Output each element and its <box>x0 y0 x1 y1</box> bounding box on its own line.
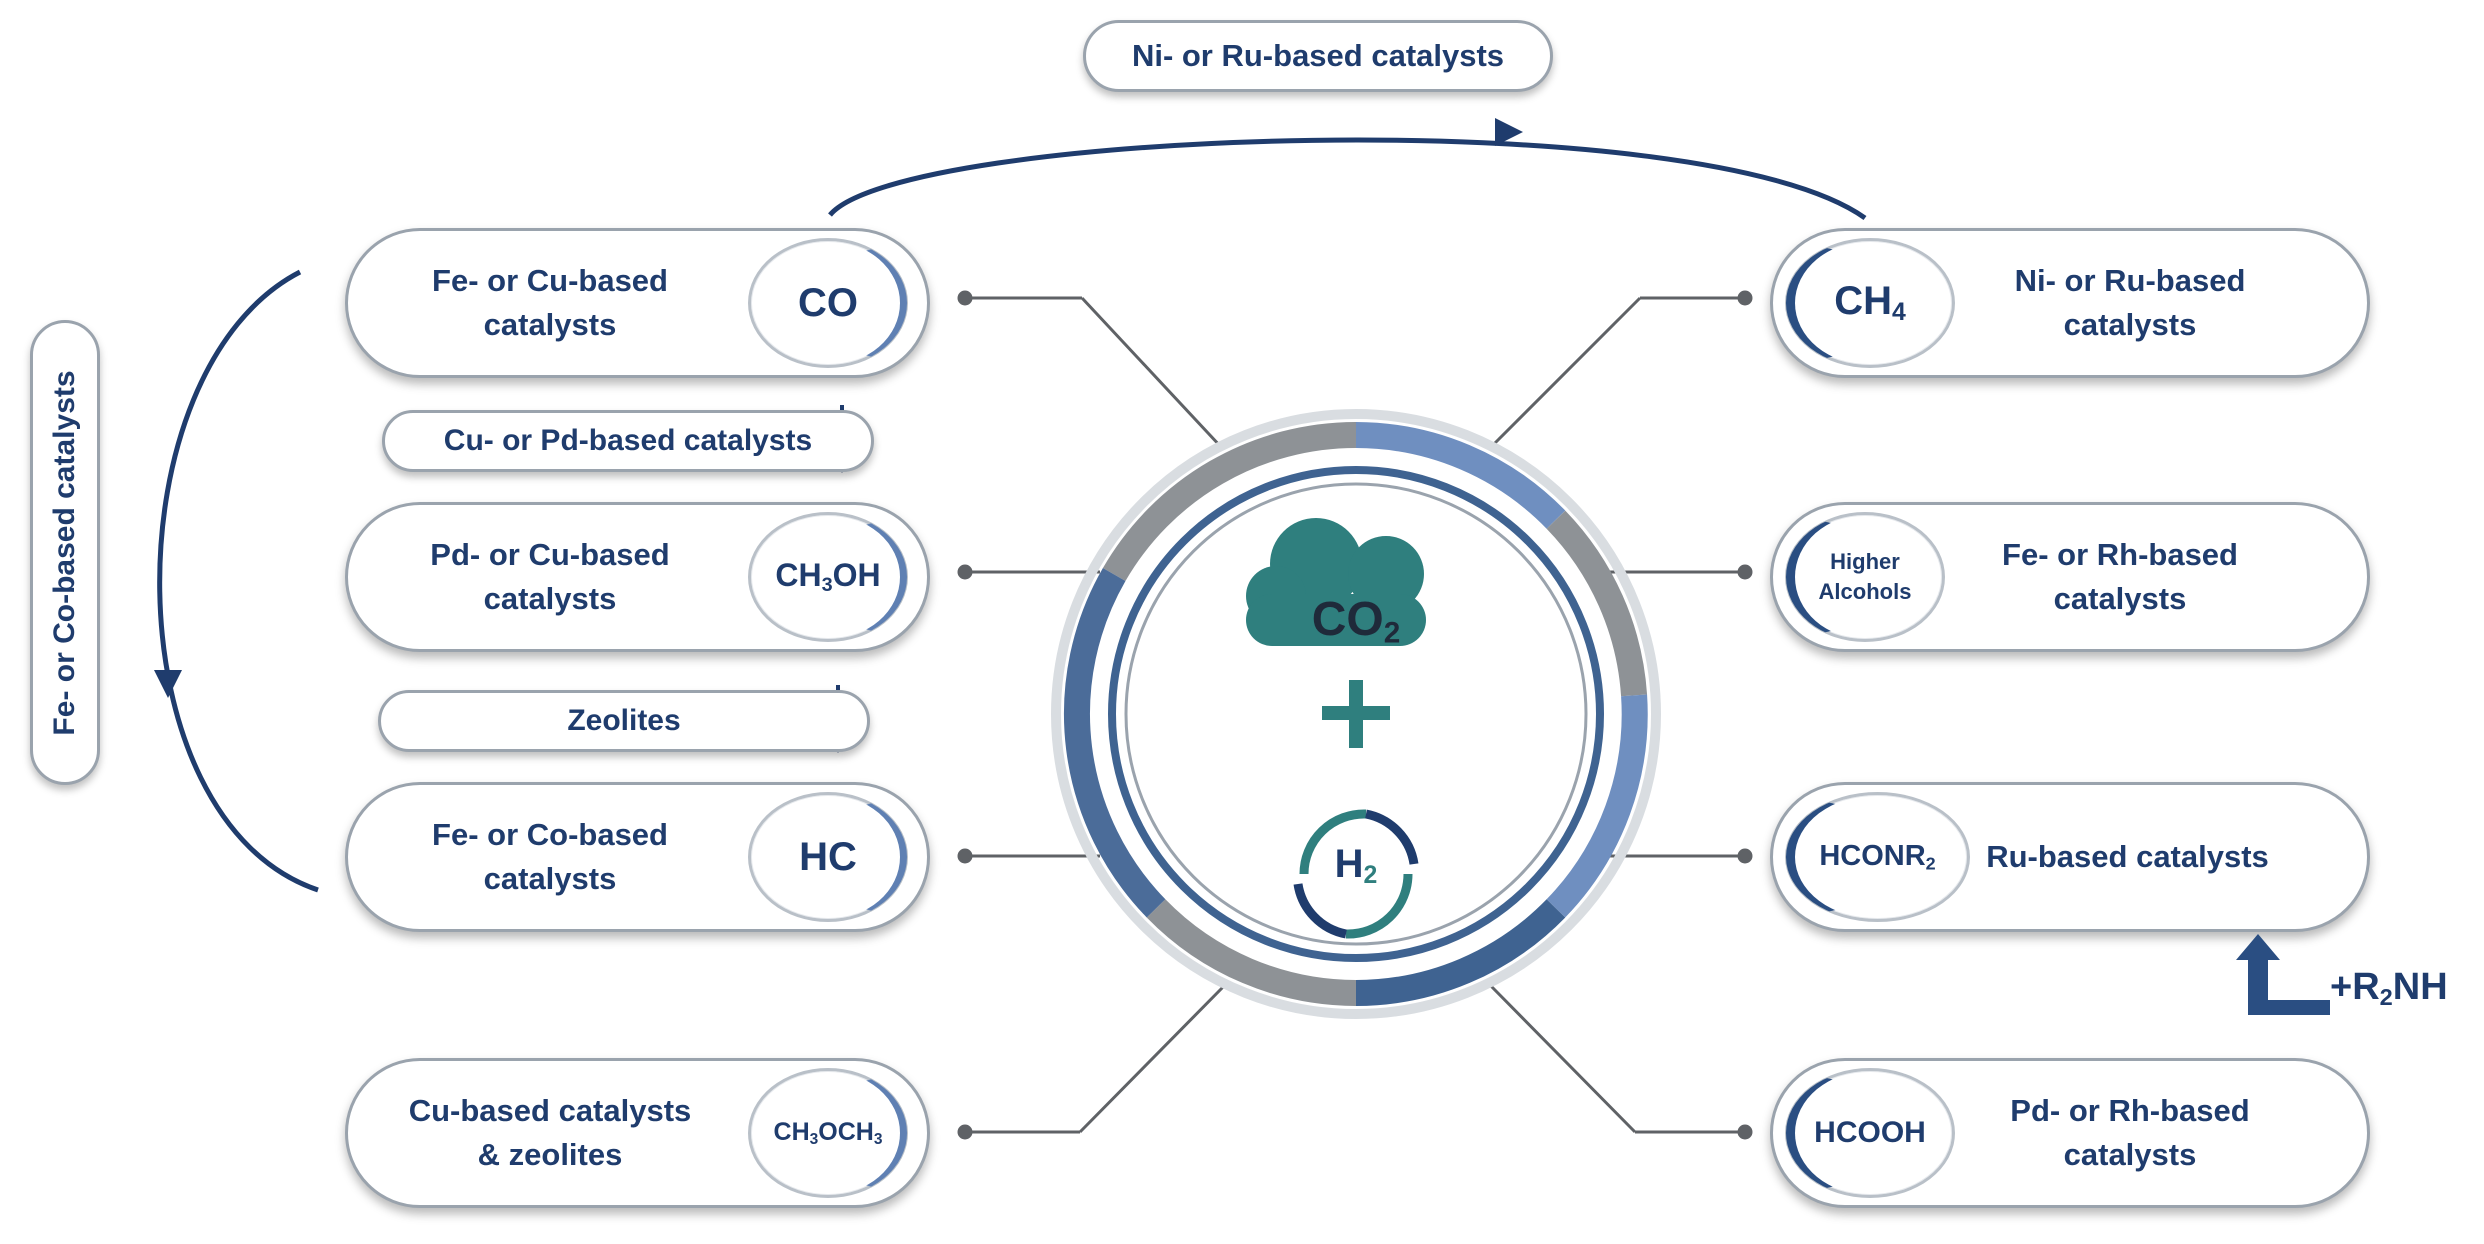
h2-cycle-icon <box>1293 809 1419 939</box>
co-to-ch4-arrow <box>828 137 1867 221</box>
higher-alcohols-badge: Higher Alcohols <box>1785 512 1945 642</box>
catalyst-text-methanol: Pd- or Cu-based catalysts <box>430 537 670 616</box>
step-label-methanol-to-hc: Zeolites <box>378 690 870 752</box>
catalyst-text-higher-alcohols: Fe- or Rh-based catalysts <box>2002 537 2238 616</box>
catalyst-text-formic-acid: Pd- or Rh-based catalysts <box>2010 1093 2250 1172</box>
formamide-badge: HCONR2 <box>1785 792 1970 922</box>
co-badge: CO <box>748 238 908 368</box>
hc-badge: HC <box>748 792 908 922</box>
top-catalyst-label: Ni- or Ru-based catalysts <box>1083 20 1553 92</box>
top-arrowhead <box>1495 118 1523 146</box>
step-label-co-to-methanol: Cu- or Pd-based catalysts <box>382 410 874 472</box>
ring-segment-top-right <box>1355 421 1566 529</box>
left-arrowhead <box>154 670 182 698</box>
catalyst-text-ch4: Ni- or Ru-based catalysts <box>2014 263 2246 342</box>
ring-segment-bottom-right <box>1355 899 1566 1007</box>
ch4-badge: CH4 <box>1785 238 1955 368</box>
ring-segment-right-upper <box>1546 510 1648 697</box>
side-catalyst-label: Fe- or Co-based catalysts <box>30 320 100 785</box>
catalyst-text-formamide: Ru-based catalysts <box>1986 839 2269 874</box>
methanol-badge: CH3OH <box>748 512 908 642</box>
ring-segment-top-left <box>1102 421 1357 582</box>
plus-sign-v <box>1349 680 1363 748</box>
cloud-icon <box>1246 518 1426 646</box>
catalyst-text-dme: Cu-based catalysts & zeolites <box>408 1093 692 1172</box>
co2-label: CO2 <box>1311 593 1401 650</box>
amine-note: +R2NH <box>2330 966 2448 1010</box>
amine-arrow-icon <box>2236 934 2330 1015</box>
catalyst-text-co: Fe- or Cu-based catalysts <box>432 263 668 342</box>
catalyst-text-hc: Fe- or Co-based catalysts <box>432 817 668 896</box>
center-ring <box>1051 409 1661 1019</box>
co-to-hc-arrow <box>157 269 319 893</box>
h2-label: H2 <box>1334 842 1378 890</box>
ring-segment-bottom-left <box>1146 899 1357 1007</box>
formic-acid-badge: HCOOH <box>1785 1068 1955 1198</box>
ring-segment-right-lower <box>1546 694 1648 918</box>
ring-segment-left <box>1064 568 1166 918</box>
dme-badge: CH3OCH3 <box>748 1068 908 1198</box>
